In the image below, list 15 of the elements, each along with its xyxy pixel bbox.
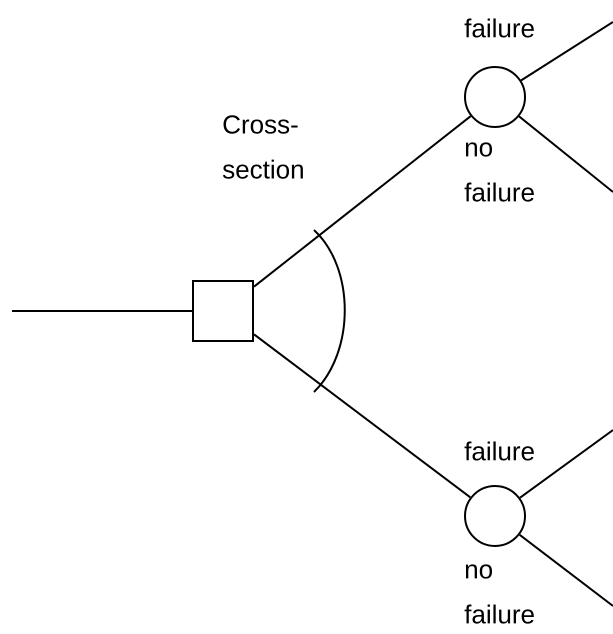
branch-line xyxy=(519,429,613,499)
branch-line xyxy=(12,310,192,312)
edge-label: no failure xyxy=(464,564,534,624)
branch-line xyxy=(519,534,613,607)
branch-line xyxy=(253,115,472,288)
edge-label: failure xyxy=(464,18,534,38)
edge-label: no failure xyxy=(464,142,534,202)
edge-label: Cross- section xyxy=(222,115,303,179)
edge-label: failure xyxy=(464,441,534,461)
branch-line xyxy=(253,334,471,498)
chance-circle xyxy=(464,66,526,128)
chance-circle xyxy=(464,485,526,547)
branch-line xyxy=(520,21,613,82)
decision-square xyxy=(192,280,254,342)
branch-line xyxy=(518,116,613,193)
